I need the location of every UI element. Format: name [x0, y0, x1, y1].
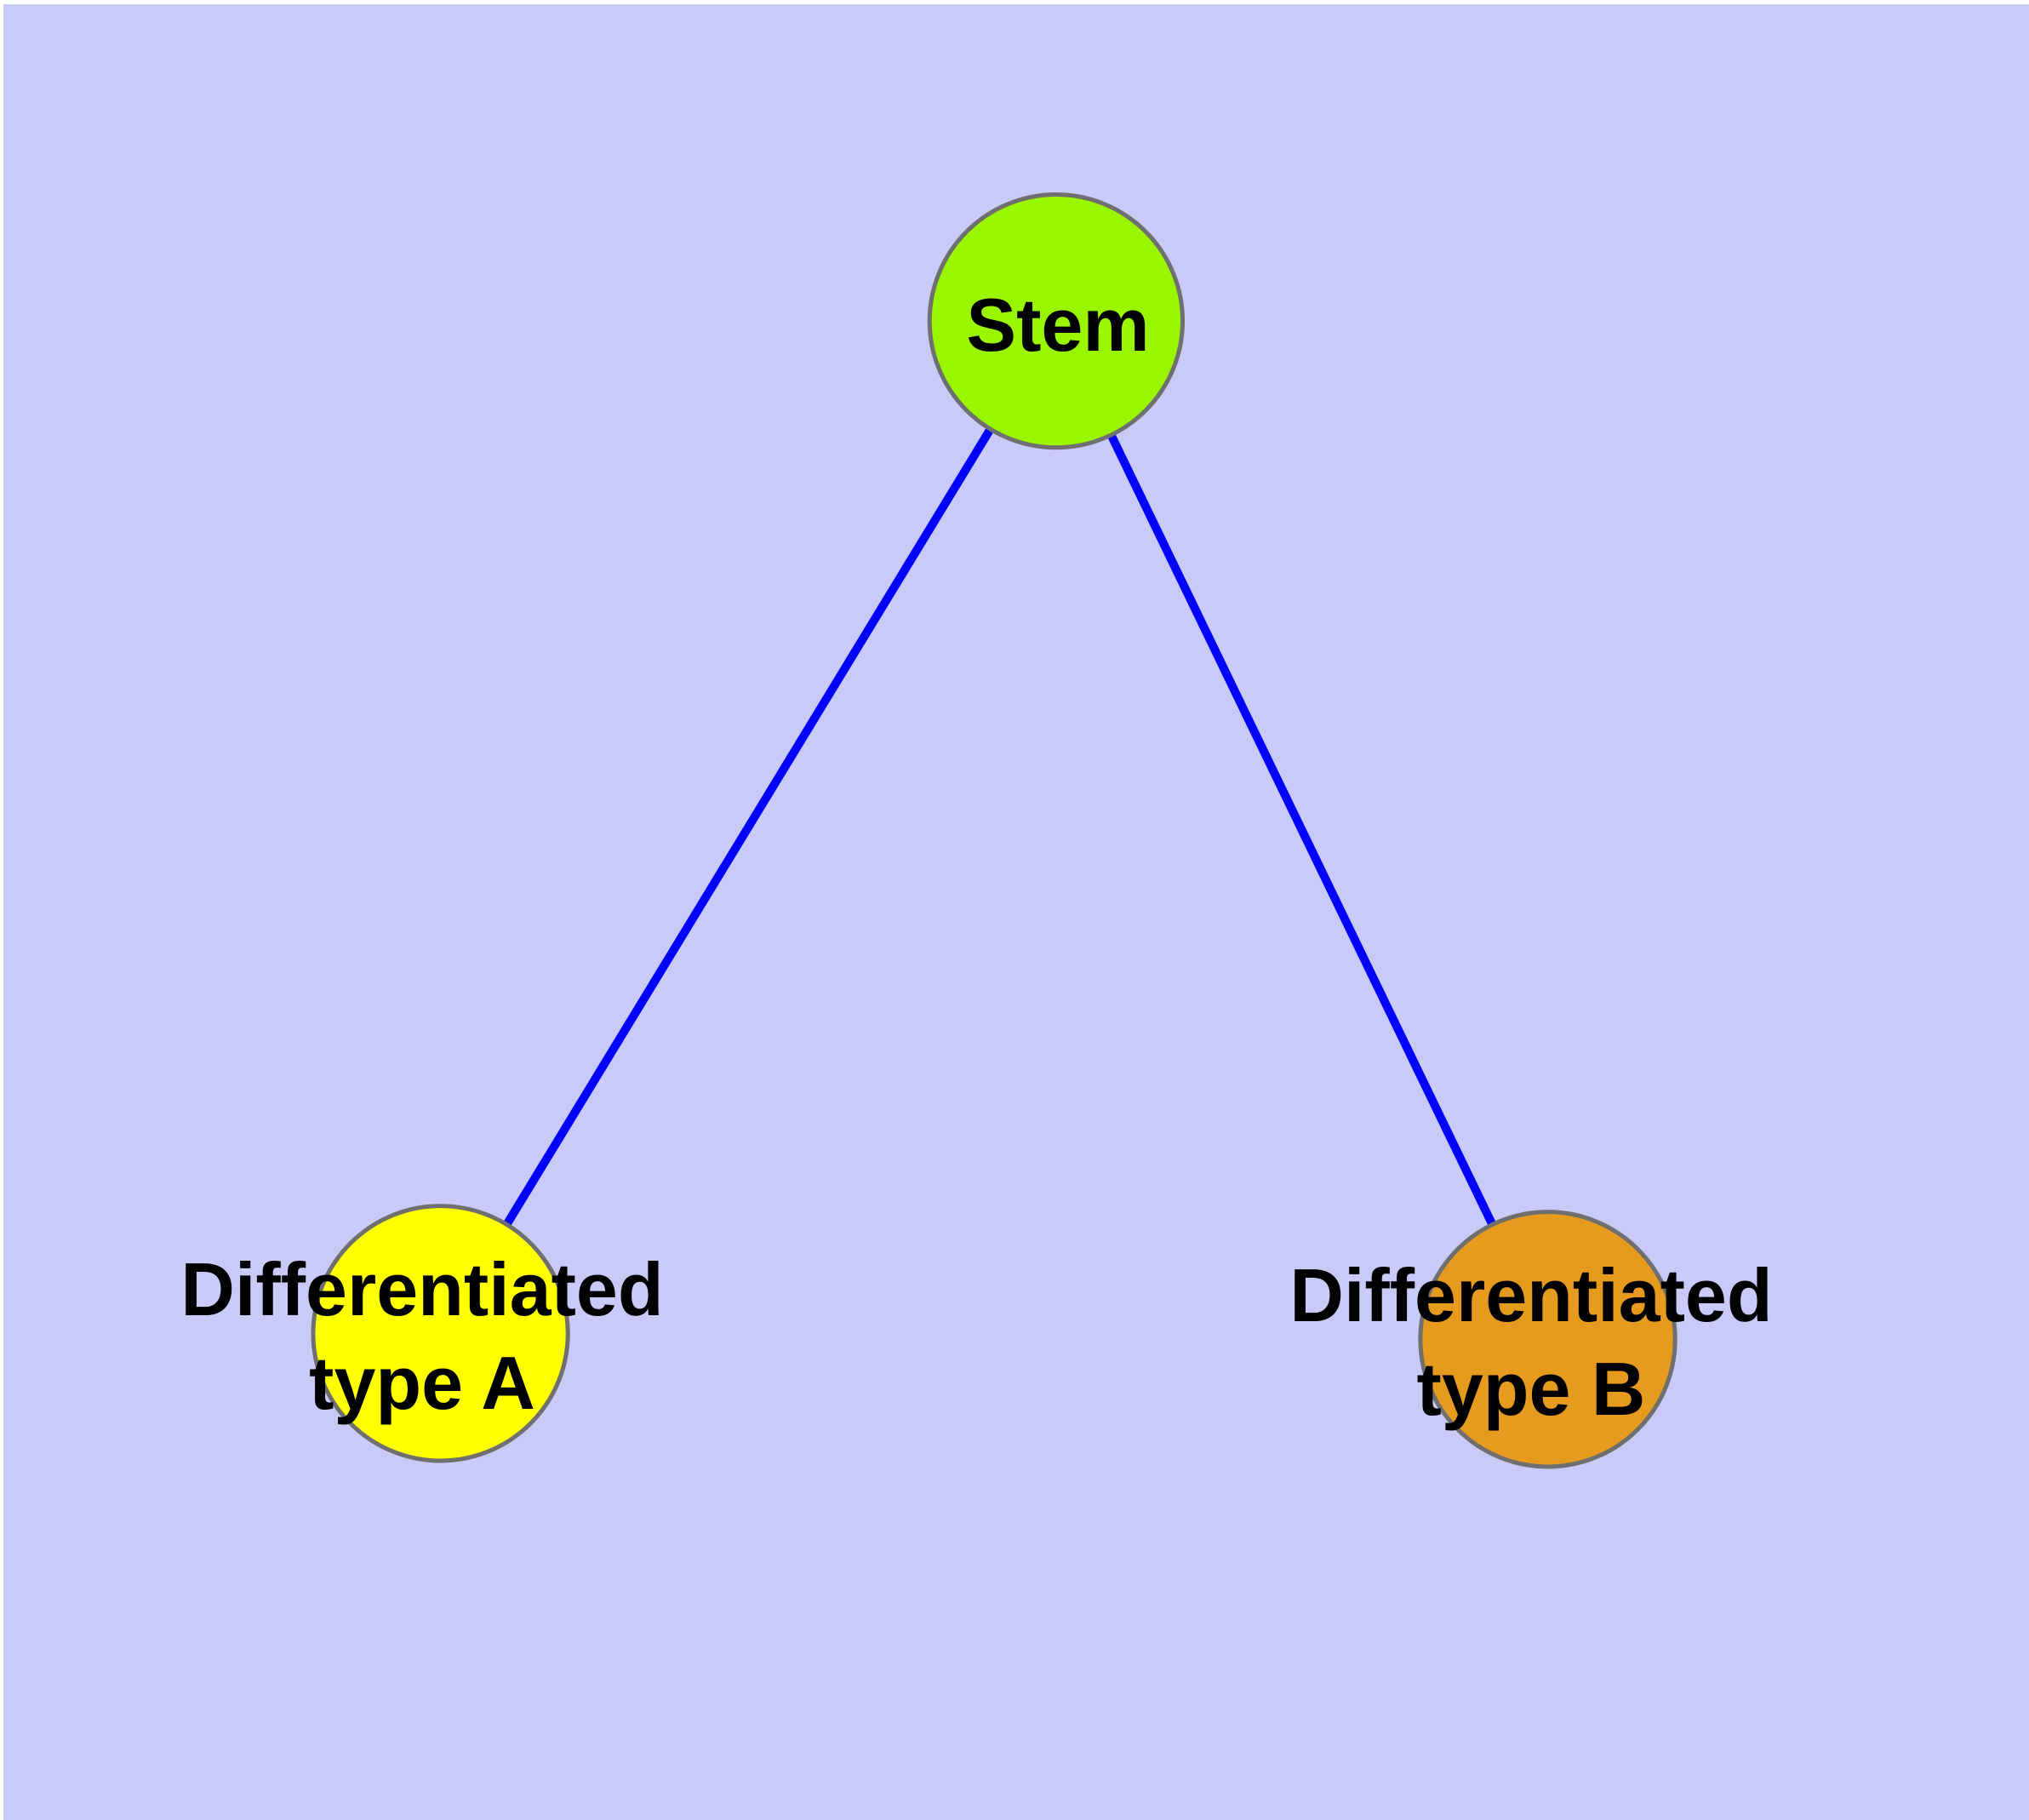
edge-stem-to-type-b [1052, 318, 1552, 1342]
edge-stem-to-type-a [437, 318, 1060, 1336]
node-type-a-circle [311, 1204, 570, 1463]
node-stem-circle [927, 192, 1186, 450]
graph-svg [311, 192, 1677, 1469]
node-type-b-circle [1418, 1210, 1677, 1469]
plot-background: Stem Differentiated type A Differentiate… [3, 4, 2029, 1820]
